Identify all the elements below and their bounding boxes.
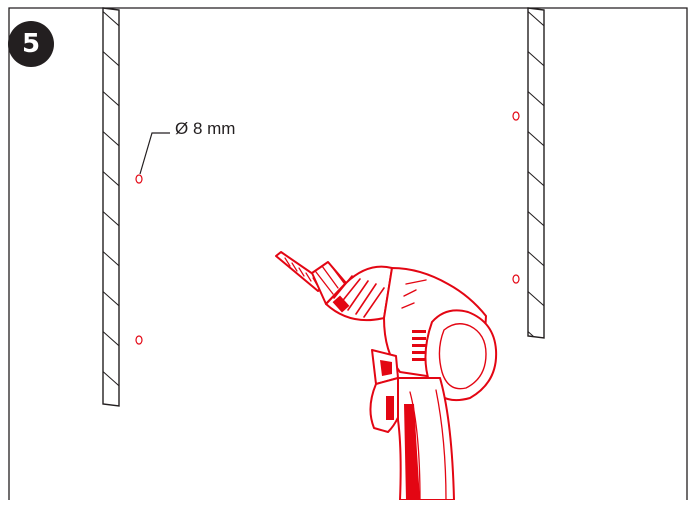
step-number-badge: 5 [8, 21, 54, 67]
left-top-hole [135, 174, 143, 184]
left-bottom-hole [135, 335, 143, 345]
drill-holes [135, 111, 520, 345]
drill-icon [275, 251, 498, 501]
left-panel [102, 7, 120, 407]
right-bottom-hole [512, 274, 520, 284]
right-panel [527, 7, 545, 339]
wall-outline [8, 7, 688, 500]
hole-diameter-label: Ø 8 mm [175, 119, 236, 138]
dimension-leader-line [139, 132, 170, 175]
right-top-hole [512, 111, 520, 121]
